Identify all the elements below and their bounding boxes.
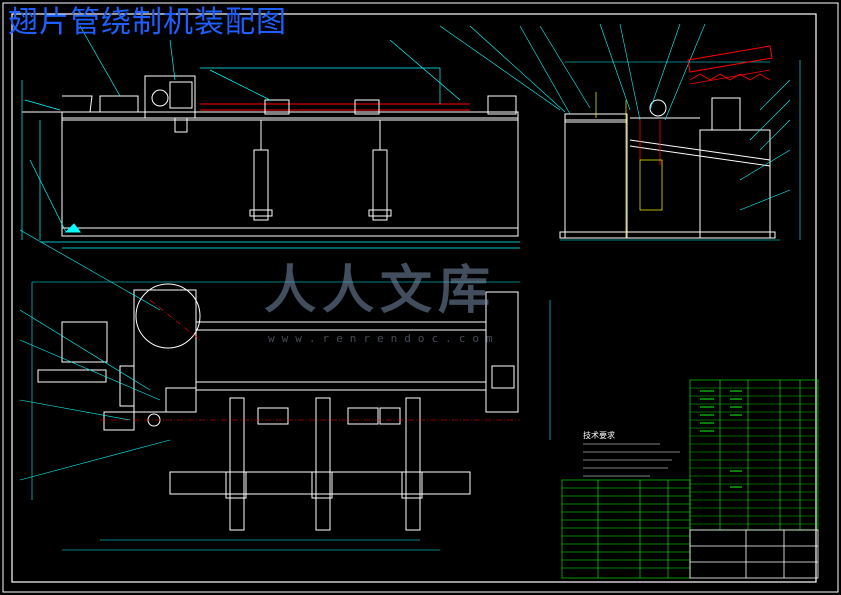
- drawing-title: 翅片管绕制机装配图: [8, 5, 287, 40]
- title-block: [689, 529, 819, 579]
- inner-border: [11, 13, 817, 583]
- top-view-centerlines: [100, 299, 520, 421]
- side-view-leaders: [439, 23, 801, 241]
- parts-list-secondary: [561, 479, 691, 579]
- technical-requirements-title: 技术要求: [583, 431, 615, 440]
- front-view-dimensions: [21, 25, 520, 249]
- side-view-highlight: [687, 45, 773, 73]
- side-view-hidden: [595, 92, 663, 238]
- top-view: [37, 283, 519, 531]
- parts-list: [689, 379, 819, 531]
- watermark-text: 人人文库: [264, 261, 497, 321]
- side-view-coil: [639, 69, 771, 165]
- front-view: [22, 75, 519, 237]
- top-view-dimensions: [19, 229, 551, 551]
- technical-requirements: [583, 443, 680, 477]
- parts-list-rows: [690, 387, 818, 525]
- parts-list-fill: [700, 390, 742, 488]
- watermark-url: www.renrendoc.com: [268, 332, 500, 345]
- side-view: [559, 97, 776, 239]
